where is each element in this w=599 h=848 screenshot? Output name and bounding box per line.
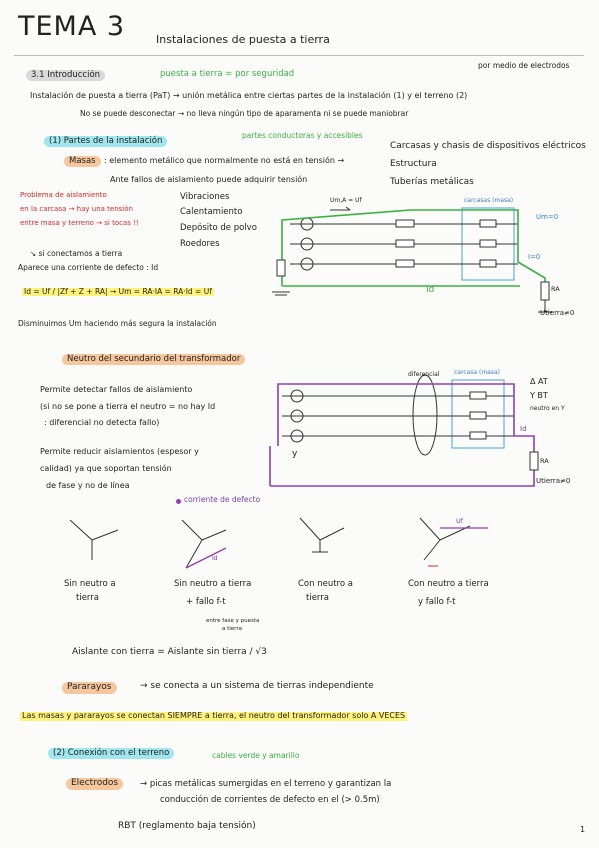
diag2-carcasa: carcasa (masa): [454, 369, 501, 376]
star3-label-2: tierra: [306, 593, 329, 603]
diag2-neutro-y: neutro en Y: [530, 405, 565, 412]
page-title: TEMA 3: [18, 11, 126, 42]
star4-label-1: Con neutro a tierra: [408, 579, 489, 589]
star2-note-1: entre fase y puesta: [206, 618, 260, 624]
electrodos-text-2: conducción de corrientes de defecto en e…: [160, 795, 380, 805]
star2-id: Id: [212, 555, 218, 562]
neutro-p1-2: (si no se pone a tierra el neutro = no h…: [40, 402, 216, 411]
title-underline: [14, 55, 584, 56]
neutro-p2-3: de fase y no de línea: [46, 481, 130, 490]
intro-green-note: puesta a tierra = por seguridad: [160, 69, 295, 79]
star2-note-2: a tierra: [222, 626, 242, 632]
intro-electrodes-note: por medio de electrodos: [478, 61, 570, 70]
masas-text: : elemento metálico que normalmente no e…: [104, 156, 345, 165]
fallos-item-4: Roedores: [180, 239, 220, 249]
page-number: 1: [580, 825, 586, 834]
fallos-text: Ante fallos de aislamiento puede adquiri…: [110, 175, 308, 184]
reduce-note: Disminuimos Um haciendo más segura la in…: [18, 319, 217, 328]
electrodos-text-1: → picas metálicas sumergidas en el terre…: [140, 779, 392, 789]
red-note-1: Problema de aislamiento: [20, 191, 107, 199]
pararayos-text: → se conecta a un sistema de tierras ind…: [140, 681, 374, 691]
fallos-item-3: Depósito de polvo: [180, 223, 257, 233]
star1-label-2: tierra: [76, 593, 99, 603]
intro-no-disconnect: No se puede desconectar → no lleva ningú…: [80, 109, 409, 118]
diag1-uf: Um,A = Uf: [330, 197, 362, 204]
neutro-heading: Neutro del secundario del transformador: [62, 354, 246, 366]
star4-label-2: y fallo f-t: [418, 597, 456, 607]
star2-label-2: + fallo f-t: [186, 597, 226, 607]
section-intro-heading: 3.1 Introducción: [26, 70, 106, 82]
diag2-utierra: Utierra≠0: [536, 477, 571, 485]
pararayos-label: Pararayos: [62, 682, 117, 694]
star2-label-1: Sin neutro a tierra: [174, 579, 252, 589]
parts-heading: (1) Partes de la instalación: [44, 136, 168, 148]
masas-item-1: Carcasas y chasis de dispositivos eléctr…: [390, 141, 586, 151]
neutro-p1-3: : diferencial no detecta fallo): [44, 418, 160, 427]
rbt-note: RBT (reglamento baja tensión): [118, 821, 256, 831]
masas-item-3: Tuberías metálicas: [390, 177, 474, 187]
diag2-diferencial: diferencial: [408, 371, 440, 378]
star3-label-1: Con neutro a: [298, 579, 353, 589]
electrodos-label: Electrodos: [66, 778, 124, 790]
star1-label-1: Sin neutro a: [64, 579, 116, 589]
legend-dot: [176, 499, 181, 504]
connect-note-1: ↘ si conectamos a tierra: [30, 249, 123, 258]
masas-label: Masas: [64, 156, 101, 168]
diag2-bt: Y BT: [530, 391, 548, 400]
neutro-p2-1: Permite reducir aislamientos (espesor y: [40, 447, 199, 456]
formula: Id = Uf / |Zf + Z + RA| → Um = RA·IA = R…: [22, 287, 214, 297]
intro-definition: Instalación de puesta a tierra (PaT) → u…: [30, 91, 468, 100]
legend-corriente-defecto: corriente de defecto: [184, 495, 261, 504]
diag1-utierra: Utierra≠0: [540, 309, 575, 317]
terreno-heading: (2) Conexión con el terreno: [48, 748, 175, 760]
terreno-cables: cables verde y amarillo: [212, 751, 300, 760]
diag1-id: Id: [426, 285, 435, 295]
fallos-item-2: Calentamiento: [180, 207, 243, 217]
diag2-ra: RA: [540, 457, 549, 465]
diag1-ra: RA: [551, 285, 560, 293]
diag1-carcasas: carcasas (masa): [464, 197, 514, 204]
star4-uf: Uf: [456, 517, 464, 525]
pararayos-summary: Las masas y pararayos se conectan SIEMPR…: [20, 711, 408, 721]
diag2-id: Id: [520, 425, 527, 433]
red-note-2: en la carcasa → hay una tensión: [20, 205, 133, 213]
fallos-item-1: Vibraciones: [180, 192, 230, 202]
diag1-um0: Um=0: [536, 213, 559, 221]
diag1-i0: I=0: [528, 253, 541, 261]
neutro-p1-1: Permite detectar fallos de aislamiento: [40, 385, 193, 394]
neutro-p2-2: calidad) ya que soportan tensión: [40, 464, 172, 473]
parts-green-note: partes conductoras y accesibles: [242, 131, 363, 140]
page-subtitle: Instalaciones de puesta a tierra: [156, 33, 330, 46]
connect-note-2: Aparece una corriente de defecto : Id: [18, 263, 159, 272]
aislante-formula: Aislante con tierra = Aislante sin tierr…: [72, 647, 267, 657]
red-note-3: entre masa y terreno → si tocas !!: [20, 219, 139, 227]
masas-item-2: Estructura: [390, 159, 437, 169]
diag2-y: y: [292, 449, 298, 459]
diag2-at: Δ AT: [530, 377, 548, 386]
